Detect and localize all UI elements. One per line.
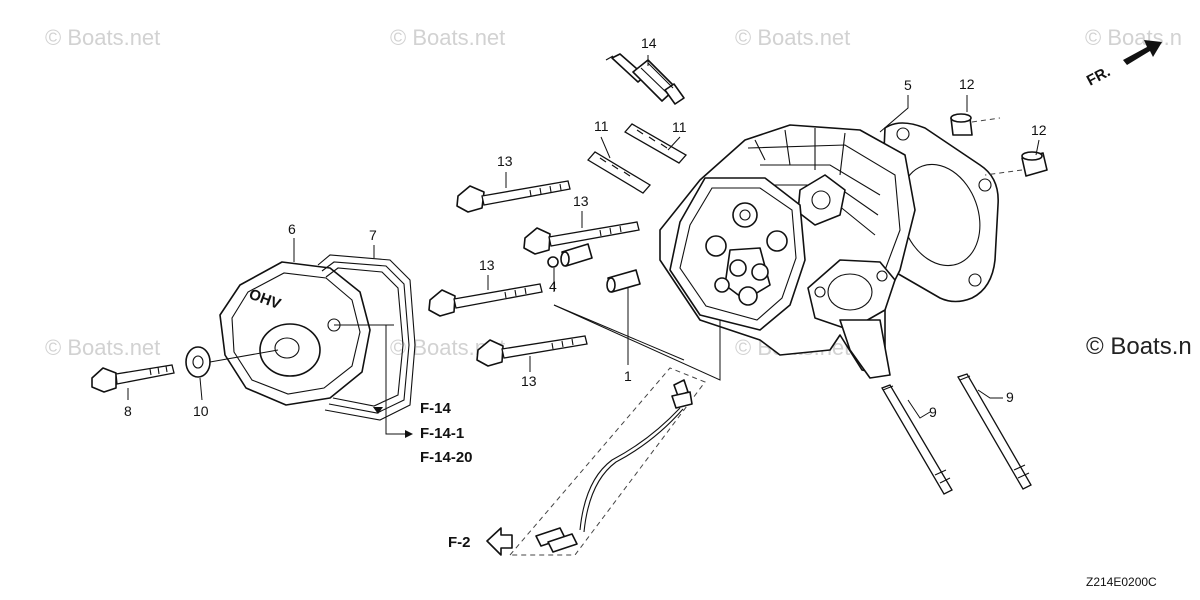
corner-watermark: © Boats.n — [1086, 333, 1192, 360]
f2-arrow-icon — [486, 527, 513, 556]
dowel-hidden-line — [984, 169, 1023, 176]
sealing-washer — [185, 346, 211, 378]
callout-5: 5 — [904, 77, 912, 93]
spark-plug — [605, 53, 685, 105]
callout-6: 6 — [288, 221, 296, 237]
flange-bolt — [523, 221, 640, 255]
callout-1: 1 — [624, 368, 632, 384]
stud-bolt — [623, 123, 688, 164]
callout-10: 10 — [193, 403, 209, 419]
callout-13: 13 — [521, 373, 537, 389]
watermark: © Boats.net — [45, 335, 160, 360]
flange-bolt — [428, 283, 543, 317]
sensor-harness — [508, 367, 706, 556]
watermark: © Boats.net — [735, 25, 850, 50]
ref-f-14-20: F-14-20 — [420, 449, 473, 466]
head-stud — [957, 373, 1032, 490]
stud-bolt — [586, 151, 652, 194]
watermark: © Boats.net — [390, 25, 505, 50]
callout-9: 9 — [1006, 389, 1014, 405]
ref-f-14-1: F-14-1 — [420, 425, 464, 442]
front-direction-arrow-icon — [1123, 40, 1162, 65]
leader-lines — [127, 55, 1040, 438]
watermark: © Boats.n — [1085, 25, 1182, 50]
watermark: © Boats.net — [45, 25, 160, 50]
head-stud — [881, 384, 953, 495]
callout-4: 4 — [549, 278, 557, 294]
dowel-pin — [1021, 151, 1048, 177]
diagram-code: Z214E0200C — [1086, 575, 1157, 589]
dowel-hidden-line — [971, 117, 1001, 123]
cover-bolt — [91, 364, 175, 393]
cover-gasket — [317, 254, 416, 421]
head-cover: OHV — [219, 261, 371, 406]
watermark-group: © Boats.net © Boats.net © Boats.net © Bo… — [45, 25, 1192, 360]
callout-13: 13 — [497, 153, 513, 169]
flange-bolt — [476, 335, 588, 367]
callout-11: 11 — [594, 118, 609, 134]
ref-f-2: F-2 — [448, 534, 471, 551]
dowel-sleeve — [606, 269, 641, 293]
callout-13: 13 — [573, 193, 589, 209]
callout-11: 11 — [672, 119, 687, 135]
dowel-sleeve — [547, 243, 593, 268]
callout-14: 14 — [641, 35, 657, 51]
callout-12: 12 — [1031, 122, 1047, 138]
callout-8: 8 — [124, 403, 132, 419]
callout-13: 13 — [479, 257, 495, 273]
cylinder-head — [659, 124, 916, 379]
callout-12: 12 — [959, 76, 975, 92]
dowel-pin — [950, 113, 973, 136]
flange-bolt — [456, 180, 571, 213]
ref-f-14: F-14 — [420, 400, 452, 417]
part-callouts: 14 5 12 12 11 11 13 13 6 7 13 4 13 1 8 1… — [124, 35, 1047, 420]
front-direction-label: FR. — [1084, 63, 1113, 89]
reference-labels: F-14 F-14-1 F-14-20 F-2 — [420, 400, 473, 551]
callout-9: 9 — [929, 404, 937, 420]
callout-7: 7 — [369, 227, 377, 243]
